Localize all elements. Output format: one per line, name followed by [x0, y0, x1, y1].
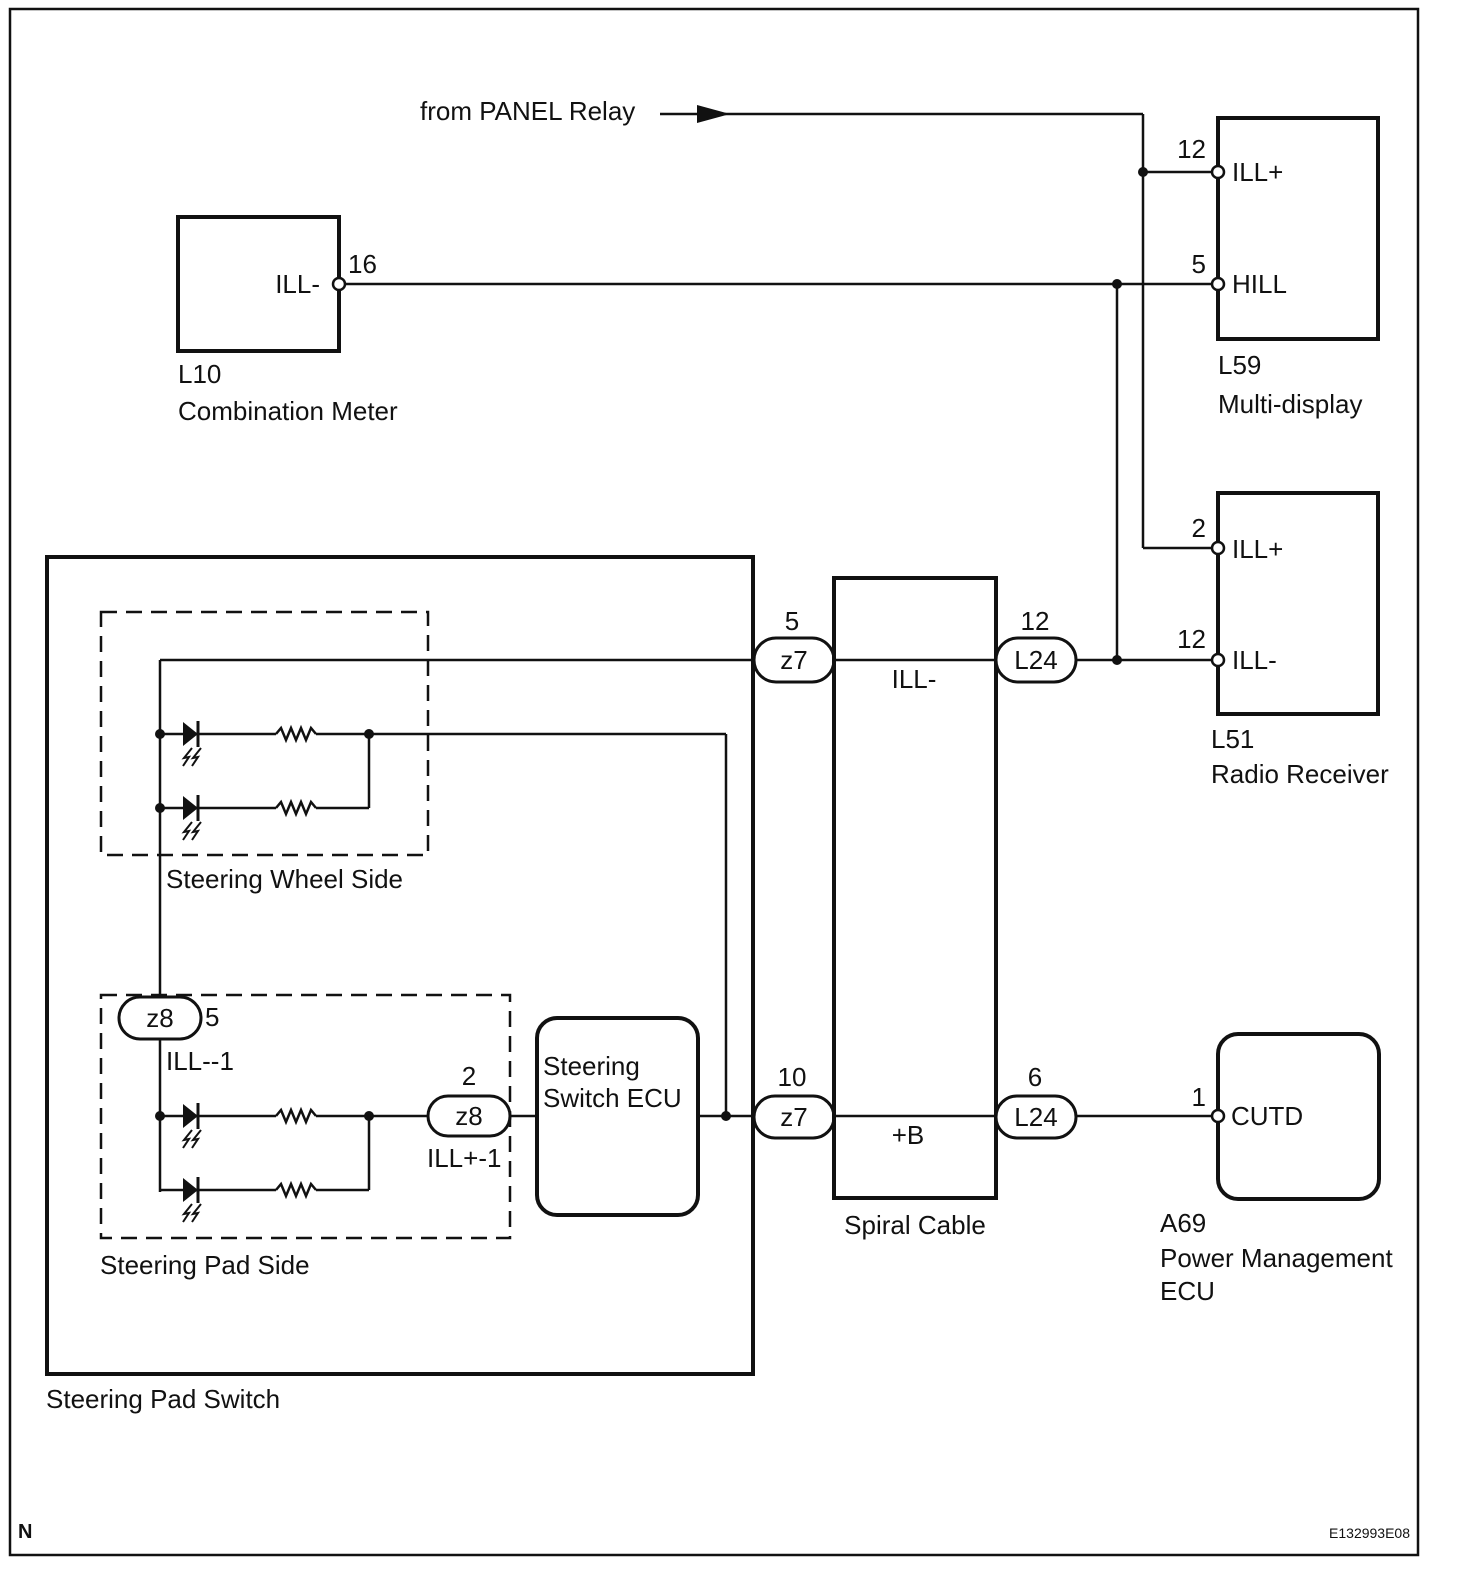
steering-pad-side-label: Steering Pad Side — [100, 1250, 310, 1280]
outer-frame — [8, 7, 1420, 1557]
svg-text:z8: z8 — [146, 1003, 173, 1033]
svg-text:6: 6 — [1028, 1062, 1042, 1092]
svg-text:5: 5 — [1192, 249, 1206, 279]
combination-meter-id: L10 — [178, 359, 221, 389]
svg-text:ILL--1: ILL--1 — [166, 1046, 234, 1076]
power-management-ecu: CUTD 1 A69 Power Management ECU — [1160, 1032, 1393, 1306]
connector-z8-right: z8 2 ILL+-1 — [426, 1061, 512, 1173]
combination-meter: ILL- 16 L10 Combination Meter — [176, 215, 398, 426]
panel-relay-label: from PANEL Relay — [420, 96, 635, 126]
svg-text:ILL-: ILL- — [1232, 645, 1277, 675]
radio-receiver-name: Radio Receiver — [1211, 759, 1389, 789]
steering-pad-switch — [45, 555, 755, 1376]
svg-text:+B: +B — [892, 1120, 925, 1150]
combination-meter-name: Combination Meter — [178, 396, 398, 426]
radio-receiver: ILL+ 2 ILL- 12 L51 Radio Receiver — [1177, 491, 1389, 789]
svg-text:16: 16 — [348, 249, 377, 279]
steering-wheel-side — [99, 610, 430, 857]
svg-text:10: 10 — [778, 1062, 807, 1092]
arrow-right-icon — [697, 105, 730, 123]
svg-text:5: 5 — [785, 606, 799, 636]
svg-text:Switch ECU: Switch ECU — [543, 1083, 682, 1113]
svg-text:2: 2 — [462, 1061, 476, 1091]
steering-pad-switch-label: Steering Pad Switch — [46, 1384, 280, 1414]
svg-text:12: 12 — [1177, 624, 1206, 654]
svg-text:z8: z8 — [455, 1101, 482, 1131]
svg-text:5: 5 — [205, 1002, 219, 1032]
svg-text:Steering: Steering — [543, 1051, 640, 1081]
multi-display: ILL+ 12 HILL 5 L59 Multi-display — [1177, 116, 1380, 419]
multi-display-name: Multi-display — [1218, 389, 1363, 419]
connector-z8-left: z8 5 ILL--1 — [117, 995, 234, 1076]
steering-wheel-side-label: Steering Wheel Side — [166, 864, 403, 894]
power-management-name-1: Power Management — [1160, 1243, 1393, 1273]
corner-letter: N — [18, 1521, 32, 1543]
svg-text:ILL-: ILL- — [892, 664, 937, 694]
connector-z7-bottom: z7 10 — [752, 1062, 836, 1140]
multi-display-id: L59 — [1218, 350, 1261, 380]
svg-text:L24: L24 — [1014, 645, 1057, 675]
svg-text:ILL+-1: ILL+-1 — [427, 1143, 501, 1173]
svg-text:1: 1 — [1192, 1082, 1206, 1112]
svg-text:12: 12 — [1177, 134, 1206, 164]
connector-z7-top: z7 5 — [752, 606, 836, 684]
svg-text:12: 12 — [1021, 606, 1050, 636]
svg-text:CUTD: CUTD — [1231, 1101, 1303, 1131]
svg-text:2: 2 — [1192, 513, 1206, 543]
svg-text:z7: z7 — [780, 645, 807, 675]
svg-text:HILL: HILL — [1232, 269, 1287, 299]
power-management-id: A69 — [1160, 1208, 1206, 1238]
connector-l24-bottom: L24 6 — [994, 1062, 1078, 1140]
steering-switch-ecu: Steering Switch ECU — [535, 1016, 700, 1217]
power-management-name-2: ECU — [1160, 1276, 1215, 1306]
figure-code: E132993E08 — [1329, 1525, 1410, 1541]
svg-text:ILL-: ILL- — [275, 269, 320, 299]
connector-l24-top: L24 12 — [994, 606, 1078, 684]
svg-text:ILL+: ILL+ — [1232, 534, 1283, 564]
spiral-cable-label: Spiral Cable — [844, 1210, 986, 1240]
svg-text:L24: L24 — [1014, 1102, 1057, 1132]
spiral-cable: ILL- +B Spiral Cable — [832, 576, 998, 1240]
radio-receiver-id: L51 — [1211, 724, 1254, 754]
svg-text:z7: z7 — [780, 1102, 807, 1132]
svg-text:ILL+: ILL+ — [1232, 157, 1283, 187]
